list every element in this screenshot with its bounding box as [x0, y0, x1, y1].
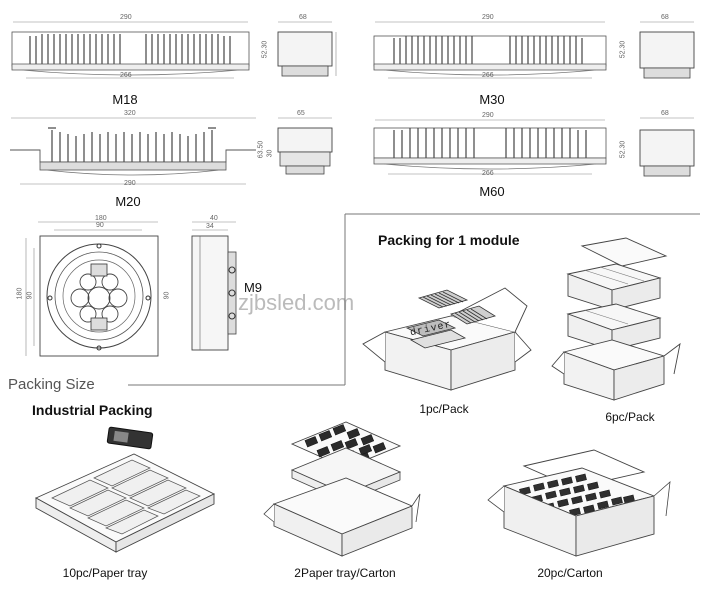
- carton-drawing: [484, 446, 674, 561]
- m9-label: M9: [243, 280, 263, 295]
- six-pc-caption: 6pc/Pack: [605, 410, 655, 424]
- one-pc-box-drawing: [355, 258, 535, 398]
- m30-side-drawing: [632, 14, 702, 84]
- paper-tray-drawing: [30, 424, 220, 554]
- m30-dim-side-w: 68: [661, 14, 669, 21]
- m20-side-drawing: [270, 112, 340, 182]
- m9-dim-side-w: 40: [210, 215, 218, 222]
- m20-label: M20: [115, 194, 141, 209]
- m20-dim-bottom: 290: [124, 180, 136, 187]
- watermark: zjbsled.com: [238, 290, 355, 315]
- module-packing-title: Packing for 1 module: [378, 232, 520, 248]
- m9-dim-top: 180: [95, 215, 107, 222]
- tray-carton-drawing: [262, 414, 422, 559]
- m30-label: M30: [479, 92, 505, 107]
- carton-caption: 20pc/Carton: [537, 566, 603, 580]
- m18-dim-side-w: 68: [299, 14, 307, 21]
- m18-side-drawing: [270, 14, 340, 84]
- m60-dim-bottom: 266: [482, 170, 494, 177]
- m20-dim-side-w: 65: [297, 110, 305, 117]
- m60-label: M60: [479, 184, 505, 199]
- m18-dim-bottom: 266: [120, 72, 132, 79]
- m18-dim-top: 290: [120, 14, 132, 21]
- m20-dim-top: 320: [124, 110, 136, 117]
- m20-front-drawing: [6, 112, 261, 192]
- m9-side-drawing: [188, 218, 240, 358]
- industrial-packing-title: Industrial Packing: [32, 402, 153, 418]
- m30-dim-top: 290: [482, 14, 494, 21]
- m60-dim-top: 290: [482, 112, 494, 119]
- tray-carton-caption: 2Paper tray/Carton: [294, 566, 396, 580]
- six-pc-box-drawing: [550, 234, 690, 404]
- m60-side-drawing: [632, 112, 702, 182]
- m30-front-drawing: [370, 14, 610, 84]
- m9-dim-side-w2: 34: [206, 223, 214, 230]
- m18-front-drawing: [8, 14, 253, 84]
- m9-dim-inner: 90: [96, 222, 104, 229]
- one-pc-caption: 1pc/Pack: [419, 402, 469, 416]
- packing-size-title: Packing Size: [8, 376, 95, 393]
- m18-front-svg: [11, 21, 250, 79]
- m9-front-drawing: [18, 218, 178, 362]
- m60-dim-side-w: 68: [661, 110, 669, 117]
- paper-tray-caption: 10pc/Paper tray: [62, 566, 148, 580]
- m18-label: M18: [112, 92, 138, 107]
- m60-front-drawing: [370, 114, 610, 184]
- m30-dim-bottom: 266: [482, 72, 494, 79]
